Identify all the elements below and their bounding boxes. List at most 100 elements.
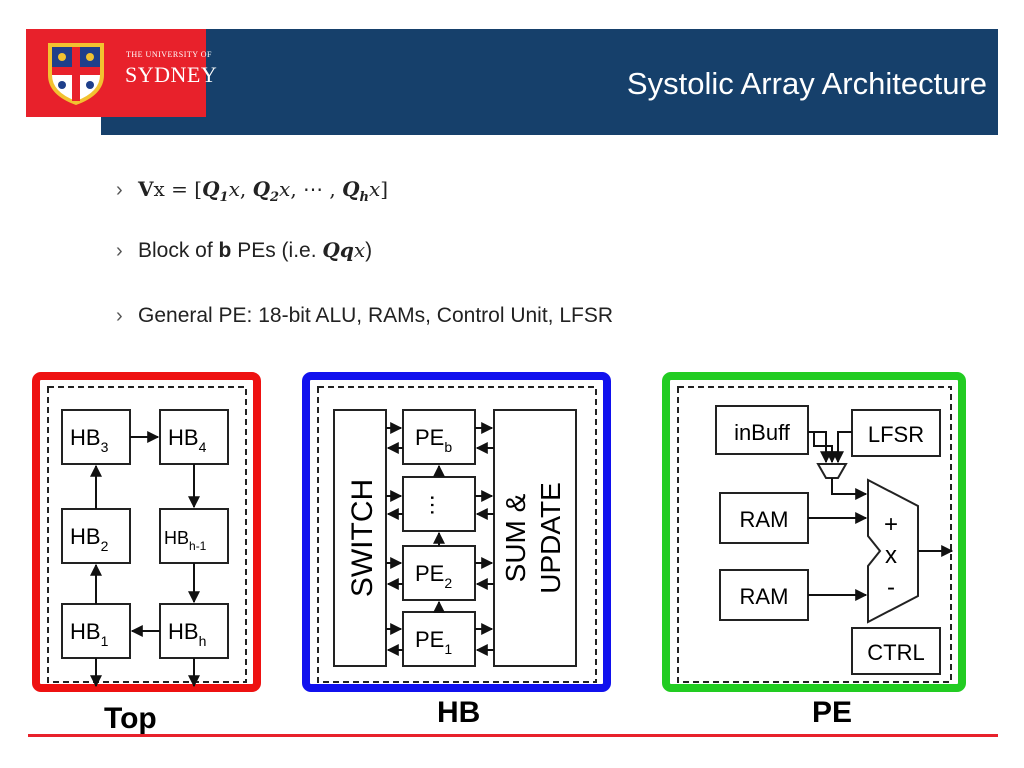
chevron-right-icon: › (116, 240, 123, 262)
qh-sub: h (359, 190, 369, 205)
pe2-label: PE (415, 561, 444, 586)
hbh1-block: HBh-1 (159, 508, 229, 564)
top-caption: Top (104, 702, 157, 735)
ctrl-block: CTRL (851, 627, 941, 675)
top-arrows (90, 431, 200, 688)
q2-sub: 2 (269, 190, 280, 205)
x-symbol: x (353, 238, 366, 262)
pe-panel-inner (677, 386, 952, 683)
ram1-label: RAM (740, 507, 789, 532)
crest-icon (48, 43, 104, 105)
bullet-3: › General PE: 18-bit ALU, RAMs, Control … (116, 304, 613, 328)
sum-update-line2: UPDATE (535, 482, 566, 594)
switch-label: SWITCH (346, 479, 379, 597)
chevron-right-icon: › (116, 305, 123, 327)
hb-panel-border (302, 372, 611, 692)
q2-symbol: Q (252, 177, 270, 201)
eq-open: = [ (171, 177, 203, 201)
slide-title: Systolic Array Architecture (626, 66, 987, 101)
alu-minus: - (887, 574, 895, 601)
hbh-block: HBh (159, 603, 229, 659)
hb3-block: HB3 (61, 409, 131, 465)
pe1-sub: 1 (444, 641, 452, 657)
svg-text:HBh: HBh (168, 619, 206, 649)
bullet-2-text-a: Block of (138, 239, 219, 262)
hb-arrows (386, 422, 494, 656)
hb1-block: HB1 (61, 603, 131, 659)
hb4-sub: 4 (199, 439, 207, 455)
hb-caption: HB (437, 696, 480, 729)
peb-sub: b (444, 439, 452, 455)
xh-symbol: x (368, 177, 381, 201)
bullet-3-text: General PE: 18-bit ALU, RAMs, Control Un… (138, 304, 614, 327)
bullet-2-text-b: PEs (i.e. (231, 239, 323, 262)
peb-label: PE (415, 425, 444, 450)
x-symbol: x (153, 177, 165, 201)
ram1-block: RAM (719, 492, 809, 544)
pe-arrows (808, 431, 954, 601)
pe2-block: PE2 (402, 545, 476, 601)
svg-text:HB4: HB4 (168, 425, 207, 455)
hb2-sub: 2 (101, 538, 109, 554)
svg-text:HBh-1: HBh-1 (164, 528, 207, 553)
ctrl-label: CTRL (867, 640, 924, 665)
logo-small-text: THE UNIVERSITY OF (126, 50, 212, 59)
top-panel: HB3 HB4 HB2 HBh-1 HB1 HBh (32, 372, 261, 735)
switch-block: SWITCH (333, 409, 387, 667)
inbuff-label: inBuff (734, 420, 791, 445)
alu-plus: + (884, 511, 898, 538)
lfsr-label: LFSR (868, 422, 924, 447)
pe-dots-block: ⋯ (402, 476, 476, 532)
hb-panel: SWITCH SUM & UPDATE PEb ⋯ PE2 PE1 (302, 372, 611, 729)
q1-sub: 1 (219, 190, 229, 205)
ram2-label: RAM (740, 584, 789, 609)
hb4-block: HB4 (159, 409, 229, 465)
bullet-1-formula: Vx = [Q1x, Q2x, ⋯ , Qhx] (138, 177, 388, 205)
mux-block (816, 463, 848, 479)
q-symbol: Q (322, 238, 340, 262)
university-logo: THE UNIVERSITY OF SYDNEY (26, 29, 217, 117)
hbh1-label: HB (164, 528, 189, 548)
bullet-2-text-c: ) (365, 239, 373, 262)
comma-2: , ⋯ , (290, 177, 336, 201)
sum-update-block: SUM & UPDATE (493, 409, 577, 667)
pe2-sub: 2 (444, 575, 452, 591)
svg-text:HB1: HB1 (70, 619, 109, 649)
x2-symbol: x (279, 177, 291, 201)
v-symbol: V (138, 177, 154, 201)
bullet-2-bold: b (218, 239, 232, 262)
hbh-sub: h (199, 633, 207, 649)
qh-symbol: Q (342, 177, 360, 201)
hb2-block: HB2 (61, 508, 131, 564)
svg-text:HB2: HB2 (70, 524, 109, 554)
alu-x: x (885, 542, 897, 569)
pe1-label: PE (415, 627, 444, 652)
alu-block: + x - (867, 478, 919, 624)
pe-caption: PE (812, 696, 852, 729)
hb-panel-inner (317, 386, 597, 683)
logo-big-text: SYDNEY (125, 62, 218, 87)
q1-symbol: Q (202, 177, 220, 201)
footer-line (28, 734, 998, 737)
comma-1: , (239, 177, 247, 201)
hb1-sub: 1 (101, 633, 109, 649)
top-panel-inner (47, 386, 247, 683)
hb1-label: HB (70, 619, 101, 644)
peb-block: PEb (402, 409, 476, 465)
bracket-close: ] (380, 177, 389, 201)
hb3-sub: 3 (101, 439, 109, 455)
pe1-block: PE1 (402, 611, 476, 667)
pe-panel: inBuff LFSR RAM RAM CTRL + x - (662, 372, 966, 729)
svg-text:PEb: PEb (415, 425, 452, 455)
svg-text:PE2: PE2 (415, 561, 452, 591)
x1-symbol: x (228, 177, 240, 201)
svg-text:HB3: HB3 (70, 425, 109, 455)
q-sub: q (339, 238, 354, 262)
lfsr-block: LFSR (851, 409, 941, 457)
hb4-label: HB (168, 425, 199, 450)
pe-panel-border (662, 372, 966, 692)
pe-dots: ⋯ (419, 494, 444, 516)
hbh-label: HB (168, 619, 199, 644)
